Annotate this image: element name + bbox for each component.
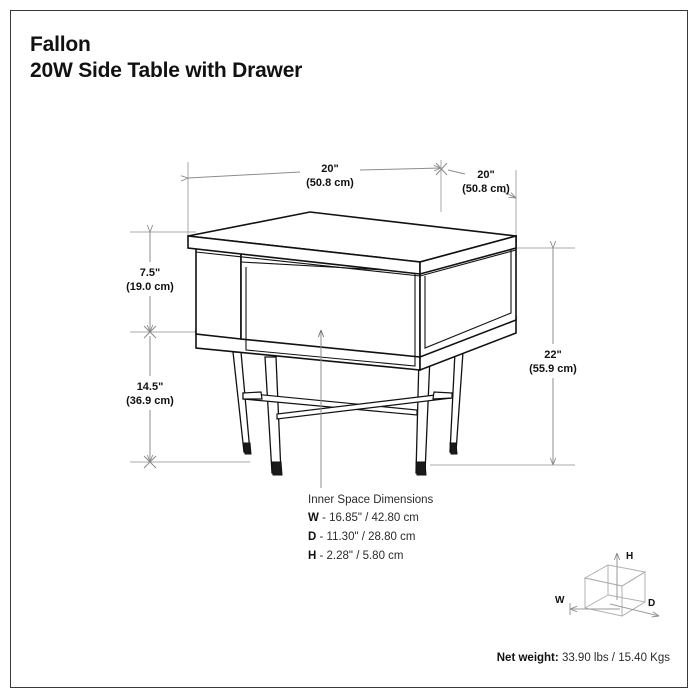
inner-space-value-d: - 11.30" / 28.80 cm [319, 531, 416, 543]
inner-space-row-w: W - 16.85" / 42.80 cm [308, 509, 558, 528]
width-imperial-label: 20" [321, 163, 338, 175]
inner-space-key-d: D [308, 531, 317, 543]
dimension-total-height: 22" (55.9 cm) [529, 248, 577, 465]
width-metric-label: (50.8 cm) [306, 177, 354, 189]
inner-space-block: Inner Space Dimensions W - 16.85" / 42.8… [308, 492, 558, 566]
product-description: 20W Side Table with Drawer [30, 59, 303, 82]
dimension-drawer-height: 7.5" (19.0 cm) [126, 232, 174, 339]
side-table-illustration [187, 211, 517, 476]
legend-width-label: W [555, 595, 565, 606]
net-weight-value: 33.90 lbs / 15.40 Kgs [561, 652, 670, 664]
leg-height-metric-label: (36.9 cm) [126, 395, 174, 407]
total-height-imperial-label: 22" [544, 349, 561, 361]
net-weight-label: Net weight: [496, 652, 559, 664]
net-weight-block: Net weight: 33.90 lbs / 15.40 Kgs [497, 652, 670, 664]
inner-space-row-d: D - 11.30" / 28.80 cm [308, 528, 558, 547]
table-legs [232, 351, 464, 476]
tabletop-edge-right [419, 234, 517, 276]
drawer-height-imperial-label: 7.5" [140, 267, 161, 279]
dimension-leg-height: 14.5" (36.9 cm) [126, 336, 174, 469]
legend-cube: H W D [555, 551, 659, 616]
legend-height-label: H [626, 551, 633, 562]
inner-space-value-h: - 2.28" / 5.80 cm [319, 550, 404, 562]
depth-imperial-label: 20" [477, 169, 494, 181]
inner-space-key-w: W [308, 512, 319, 524]
total-height-metric-label: (55.9 cm) [529, 363, 577, 375]
legend-depth-label: D [648, 598, 655, 609]
dimension-depth: 20" (50.8 cm) [435, 162, 516, 198]
inner-space-row-h: H - 2.28" / 5.80 cm [308, 547, 558, 566]
product-name: Fallon [30, 33, 91, 56]
depth-metric-label: (50.8 cm) [462, 183, 510, 195]
dimension-width: 20" (50.8 cm) [188, 163, 441, 189]
drawer-height-metric-label: (19.0 cm) [126, 281, 174, 293]
inner-space-key-h: H [308, 550, 317, 562]
title-block: Fallon 20W Side Table with Drawer [30, 32, 550, 84]
leg-height-imperial-label: 14.5" [137, 381, 164, 393]
inner-space-title: Inner Space Dimensions [308, 494, 434, 506]
inner-space-value-w: - 16.85" / 42.80 cm [322, 512, 419, 524]
